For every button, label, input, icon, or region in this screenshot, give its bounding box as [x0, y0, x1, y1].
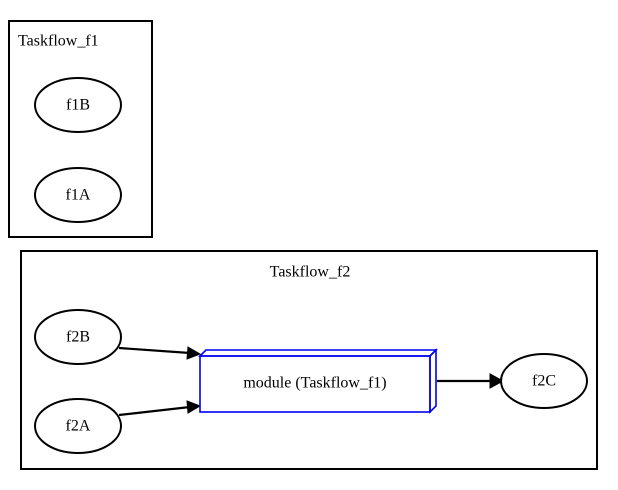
module-right-face [429, 348, 437, 414]
edge-module-arrowhead [489, 373, 505, 389]
cluster-f2-border [20, 250, 598, 470]
cluster-f1-border [8, 20, 153, 238]
cluster-taskflow-f1: Taskflow_f1 f1B f1A [8, 20, 153, 238]
edge-f2b-to-module [118, 346, 202, 360]
cluster-f1-label: Taskflow_f1 [18, 33, 99, 50]
node-f1a[interactable]: f1A [34, 167, 122, 223]
edge-module-to-f2c [437, 373, 505, 389]
node-f1a-label: f1A [66, 187, 91, 204]
node-f2a-label: f2A [66, 418, 91, 435]
node-f1a-shape[interactable] [34, 167, 122, 223]
edge-f2b-line [118, 346, 191, 355]
node-f2a-shape[interactable] [34, 398, 122, 454]
cluster-taskflow-f2: Taskflow_f2 f2B f2A [20, 250, 598, 470]
node-module-taskflow-f1[interactable]: module (Taskflow_f1) [198, 348, 438, 414]
node-f2b-label: f2B [66, 329, 90, 346]
module-label: module (Taskflow_f1) [243, 375, 386, 392]
node-f2c-shape[interactable] [500, 353, 588, 409]
node-f2b-shape[interactable] [34, 309, 122, 365]
edge-f2b-arrowhead [186, 346, 202, 360]
node-f1b-label: f1B [66, 97, 90, 114]
module-top-face [198, 349, 438, 357]
node-f2c[interactable]: f2C [500, 353, 588, 409]
node-f1b[interactable]: f1B [34, 77, 122, 133]
cluster-f2-label: Taskflow_f2 [270, 264, 351, 281]
node-f2b[interactable]: f2B [34, 309, 122, 365]
node-f2c-label: f2C [532, 373, 556, 390]
node-f2a[interactable]: f2A [34, 398, 122, 454]
edge-f2a-line [118, 405, 191, 417]
node-f1b-shape[interactable] [34, 77, 122, 133]
edge-f2a-to-module [118, 400, 202, 417]
edge-f2a-arrowhead [186, 400, 202, 414]
